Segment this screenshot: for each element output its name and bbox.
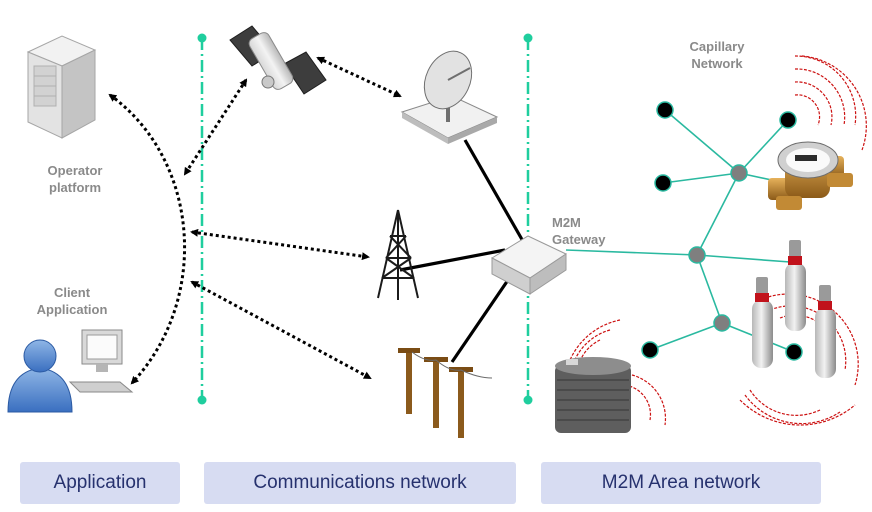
satellite-dish-icon: [400, 50, 499, 144]
utility-pole-icon: [398, 348, 493, 438]
user-computer-icon: [7, 329, 134, 413]
m2m-gateway-label: M2M Gateway: [552, 215, 606, 247]
section-m2m-area-network: M2M Area network: [541, 462, 821, 504]
satellite-icon: [229, 25, 327, 95]
boundary-line-application: [197, 33, 207, 405]
boundary-line-gateway: [523, 33, 533, 405]
capillary-links: [565, 109, 796, 353]
radio-tower-icon: [377, 209, 419, 300]
capillary-nodes: [641, 101, 803, 361]
water-meter-icon: [768, 141, 853, 210]
radio-waves: [563, 55, 867, 429]
client-application-label: Client Application: [36, 285, 108, 317]
gateway-links: [399, 139, 530, 363]
section-application: Application: [20, 462, 180, 504]
gas-cylinder-icon: [752, 240, 836, 378]
section-communications-network: Communications network: [204, 462, 516, 504]
tank-sensor-icon: [555, 357, 631, 433]
gateway-icon: [490, 235, 568, 295]
dotted-arrows: [108, 56, 402, 385]
capillary-network-label: Capillary Network: [689, 39, 745, 71]
server-icon: [26, 35, 97, 139]
operator-platform-label: Operator platform: [47, 163, 103, 195]
